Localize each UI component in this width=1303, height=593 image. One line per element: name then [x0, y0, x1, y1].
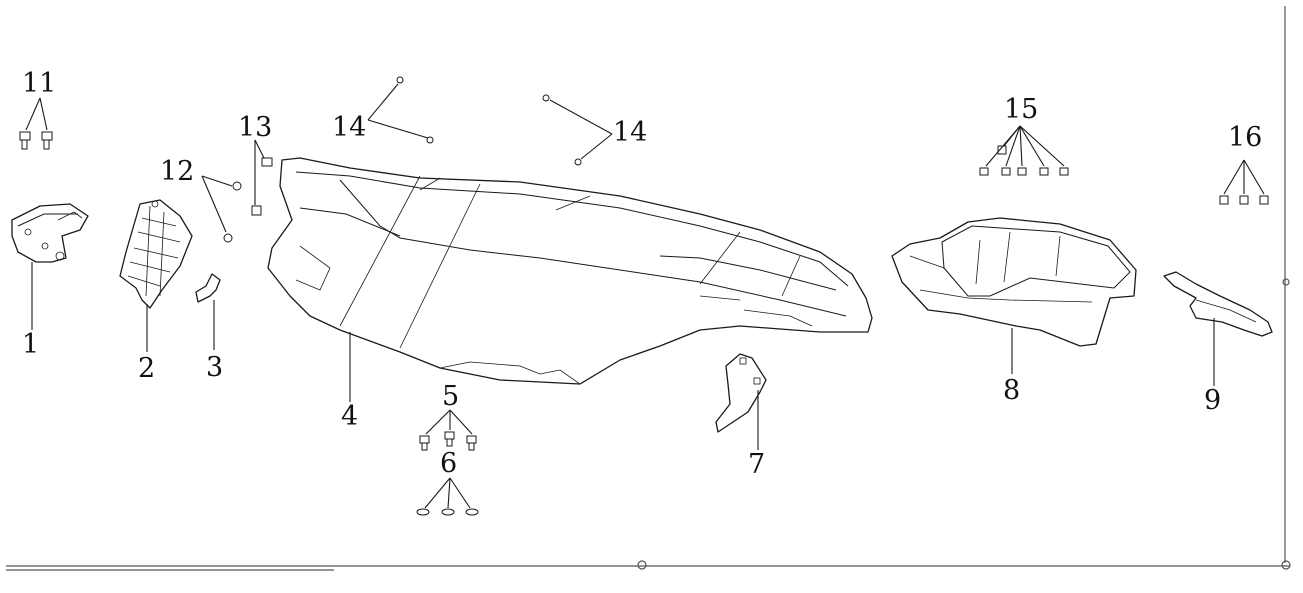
part-7-plate: [715, 353, 767, 450]
callout-11: 11: [22, 68, 56, 99]
callout-9: 9: [1204, 385, 1221, 416]
part-3-clip: [195, 273, 221, 350]
callout-2: 2: [138, 353, 155, 384]
callout-16: 16: [1228, 122, 1262, 153]
callout-8: 8: [1003, 375, 1020, 406]
callout-6: 6: [440, 448, 457, 479]
part-12-fasteners: [201, 175, 242, 243]
part-9-bracket: [1163, 271, 1273, 386]
part-15-screws: [979, 125, 1069, 176]
part-8-tray: [891, 217, 1137, 374]
callout-5: 5: [442, 381, 459, 412]
part-14-clips: [367, 76, 613, 166]
callout-7: 7: [748, 449, 765, 480]
callout-12: 12: [160, 156, 194, 187]
callout-13: 13: [238, 112, 272, 143]
callout-1: 1: [22, 329, 39, 360]
part-13-nuts: [251, 139, 273, 216]
part-6-screws: [416, 477, 479, 516]
part-16-bolts: [1219, 159, 1269, 205]
callout-14-right: 14: [613, 117, 647, 148]
callout-15: 15: [1004, 94, 1038, 125]
callout-4: 4: [341, 401, 358, 432]
part-1-bracket: [11, 203, 89, 330]
callout-14-left: 14: [332, 112, 366, 143]
part-2-grille: [119, 199, 193, 352]
part-11-screws: [19, 97, 53, 150]
part-5-bolts: [419, 409, 477, 451]
part-4-main-cover: [267, 157, 873, 402]
callout-3: 3: [206, 352, 223, 383]
drawing-frame: [6, 6, 1291, 571]
